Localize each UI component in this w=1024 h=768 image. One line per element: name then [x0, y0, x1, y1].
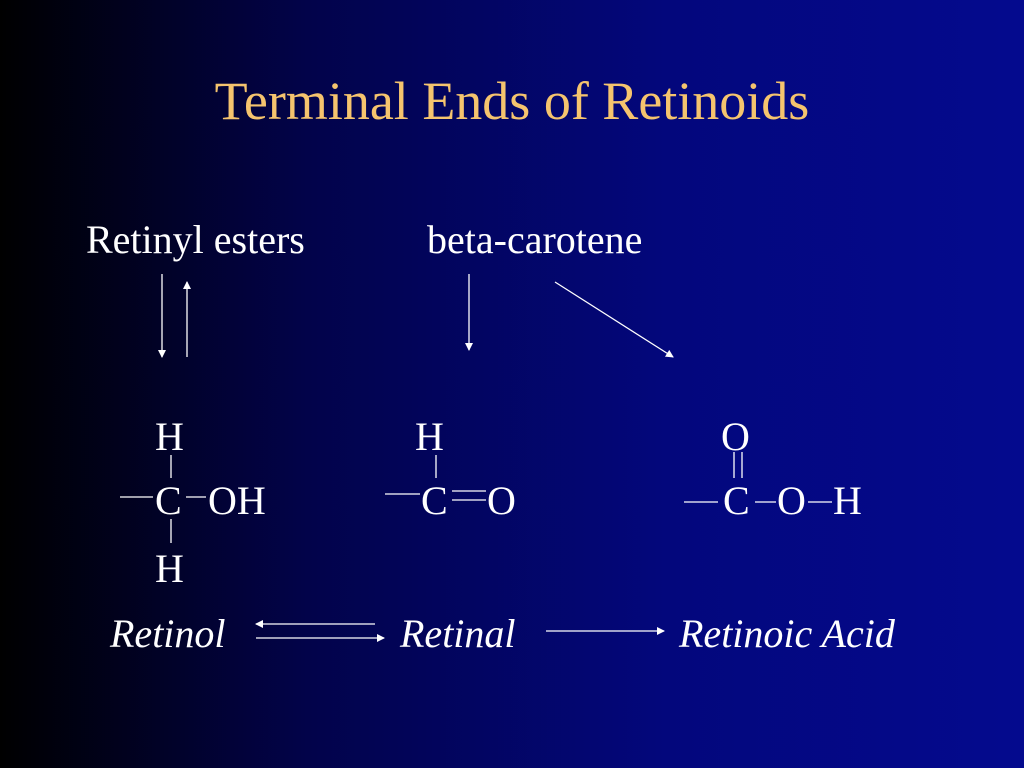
arrow-carotene-to-retinoic-acid — [554, 281, 674, 358]
retinol-bottom-h: H — [155, 546, 184, 591]
label-retinyl-esters: Retinyl esters — [86, 217, 305, 262]
retinal-carbon: C — [421, 478, 448, 523]
page-title: Terminal Ends of Retinoids — [214, 71, 810, 131]
label-retinol: Retinol — [110, 611, 226, 656]
retinal-oxygen: O — [487, 478, 516, 523]
label-retinal: Retinal — [400, 611, 516, 656]
label-beta-carotene: beta-carotene — [427, 217, 643, 262]
retinoic-acid-top-o: O — [721, 414, 750, 459]
retinol-top-h: H — [155, 414, 184, 459]
retinoic-acid-oxygen: O — [777, 478, 806, 523]
retinol-carbon: C — [155, 478, 182, 523]
label-retinoic-acid: Retinoic Acid — [679, 611, 895, 656]
retinol-oh-group: OH — [208, 478, 266, 523]
retinoic-acid-carbon: C — [723, 478, 750, 523]
retinal-top-h: H — [415, 414, 444, 459]
retinoic-acid-hydrogen: H — [833, 478, 862, 523]
